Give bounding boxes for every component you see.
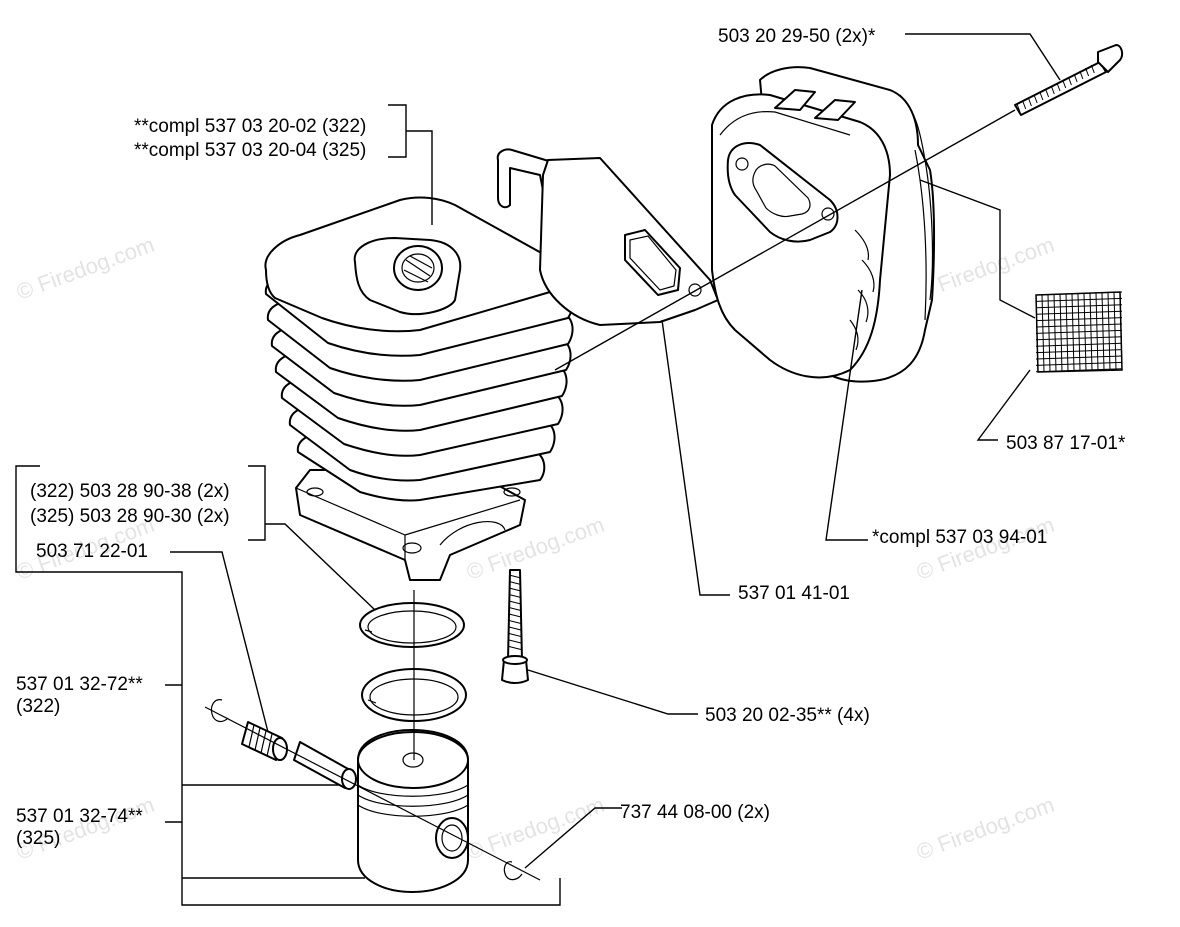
muffler [711, 66, 936, 383]
label-piston-322-model: (322) [16, 696, 60, 717]
needle-bearing [241, 721, 288, 761]
label-bearing: 503 71 22-01 [36, 541, 148, 562]
label-piston-325-model: (325) [16, 828, 60, 849]
gasket [496, 148, 719, 326]
watermark-1: © Firedog.com [13, 232, 157, 305]
circlip-right [503, 861, 523, 881]
watermark-5: © Firedog.com [913, 512, 1057, 585]
wrist-pin [293, 741, 357, 790]
label-muffler: *compl 537 03 94-01 [872, 527, 1047, 548]
label-cylinder-322: **compl 537 03 20-02 (322) [134, 116, 366, 137]
label-cylinder-screw: 503 20 02-35** (4x) [705, 705, 870, 726]
labels: **compl 537 03 20-02 (322) **compl 537 0… [16, 26, 1126, 849]
muffler-bolt [1014, 44, 1124, 116]
label-muffler-bolt: 503 20 29-50 (2x)* [718, 26, 876, 47]
label-screen: 503 87 17-01* [1006, 433, 1126, 454]
label-gasket: 537 01 41-01 [738, 583, 850, 604]
label-piston-322: 537 01 32-72** [16, 674, 143, 695]
piston-ring-1 [359, 602, 465, 648]
spark-arrestor-screen [1035, 291, 1123, 373]
label-ring-322: (322) 503 28 90-38 (2x) [30, 481, 230, 502]
cylinder-screw [501, 569, 529, 684]
label-cylinder-325: **compl 537 03 20-04 (325) [134, 140, 366, 161]
cylinder [264, 196, 574, 581]
watermark-8: © Firedog.com [913, 792, 1057, 865]
label-circlip: 737 44 08-00 (2x) [620, 802, 770, 823]
label-ring-325: (325) 503 28 90-30 (2x) [30, 506, 230, 527]
pin-axis-line [204, 706, 541, 881]
label-piston-325: 537 01 32-74** [16, 806, 143, 827]
circlip-left [210, 699, 229, 723]
leader-lines [15, 33, 1061, 906]
piston [357, 729, 469, 893]
watermark-7: © Firedog.com [463, 792, 607, 865]
